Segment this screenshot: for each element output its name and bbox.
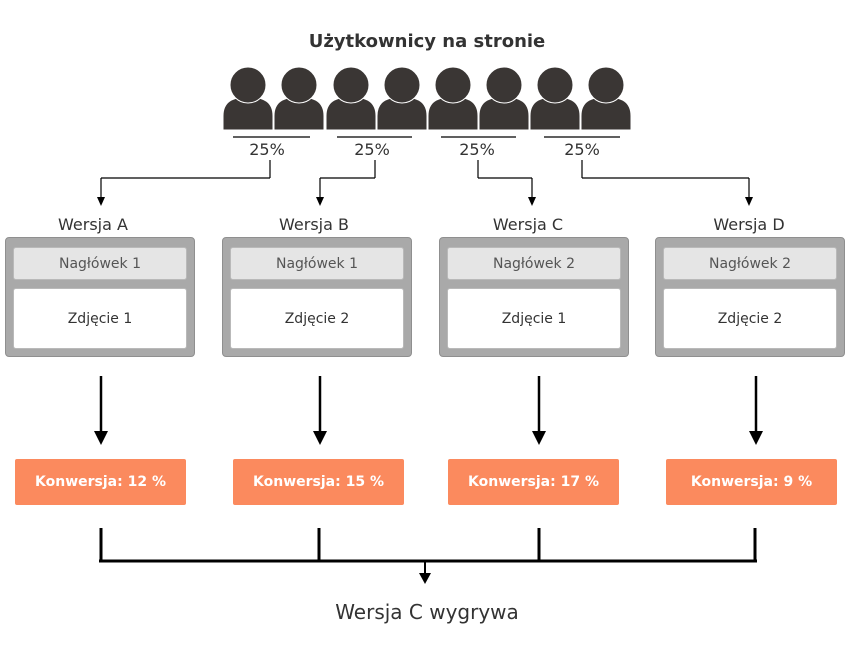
user-icon (325, 66, 377, 131)
split-label-c: 25% (459, 140, 495, 159)
variant-a-header: Nagłówek 1 (13, 247, 187, 280)
variant-b-photo: Zdjęcie 2 (230, 288, 404, 349)
variant-c-label: Wersja C (492, 215, 564, 234)
variant-b-conversion: Konwersja: 15 % (233, 459, 404, 505)
users-group (222, 66, 632, 131)
arrow-head (745, 197, 753, 206)
user-icon (427, 66, 479, 131)
variant-b-header: Nagłówek 1 (230, 247, 404, 280)
variant-c-header: Nagłówek 2 (447, 247, 621, 280)
variant-c-card: Nagłówek 2 Zdjęcie 1 (439, 237, 629, 357)
variant-a-conversion: Konwersja: 12 % (15, 459, 186, 505)
user-icon (529, 66, 581, 131)
variant-a-label: Wersja A (58, 215, 128, 234)
variant-d-header: Nagłówek 2 (663, 247, 837, 280)
user-icon (580, 66, 632, 131)
variant-d-conversion: Konwersja: 9 % (666, 459, 837, 505)
variant-c-conversion: Konwersja: 17 % (448, 459, 619, 505)
user-icon (222, 66, 274, 131)
variant-b-card: Nagłówek 1 Zdjęcie 2 (222, 237, 412, 357)
arrow-head (316, 197, 324, 206)
arrow-head (749, 431, 763, 445)
arrow-head (94, 431, 108, 445)
variant-b-label: Wersja B (279, 215, 349, 234)
split-label-b: 25% (354, 140, 390, 159)
arrow-head (528, 197, 536, 206)
variant-d-photo: Zdjęcie 2 (663, 288, 837, 349)
user-icon (478, 66, 530, 131)
variant-d-card: Nagłówek 2 Zdjęcie 2 (655, 237, 845, 357)
variant-a-card: Nagłówek 1 Zdjęcie 1 (5, 237, 195, 357)
arrow-head (313, 431, 327, 445)
variant-c-photo: Zdjęcie 1 (447, 288, 621, 349)
arrow-head (419, 573, 431, 584)
arrow-head (532, 431, 546, 445)
split-label-a: 25% (249, 140, 285, 159)
split-label-d: 25% (564, 140, 600, 159)
result-text: Wersja C wygrywa (335, 600, 519, 624)
variant-d-label: Wersja D (713, 215, 785, 234)
diagram-title: Użytkownicy na stronie (308, 31, 546, 52)
arrow-head (97, 197, 105, 206)
user-icon (376, 66, 428, 131)
variant-a-photo: Zdjęcie 1 (13, 288, 187, 349)
user-icon (273, 66, 325, 131)
